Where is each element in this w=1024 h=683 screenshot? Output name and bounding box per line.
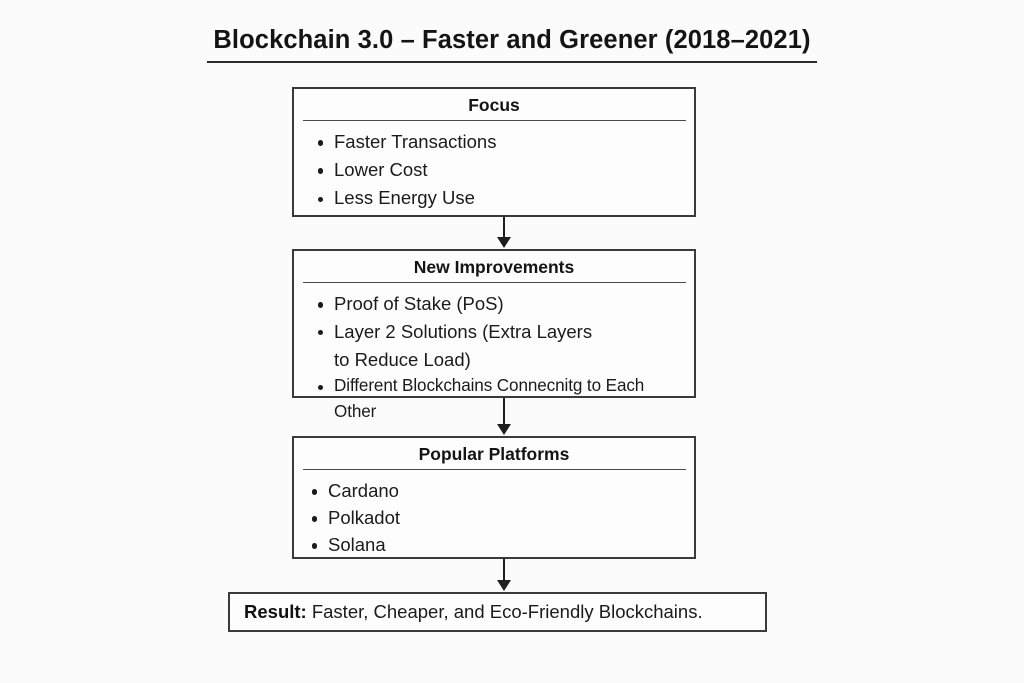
arrow-shaft [503, 398, 506, 426]
page-title: Blockchain 3.0 – Faster and Greener (201… [207, 26, 817, 64]
list-item: Proof of Stake (PoS) [302, 290, 686, 318]
flow-box-improvements: New Improvements Proof of Stake (PoS) La… [292, 249, 696, 421]
arrow-down-icon [497, 398, 511, 436]
flow-box-platforms: Popular Platforms Cardano Polkadot Solan… [292, 436, 696, 559]
bullet-list: Proof of Stake (PoS) Layer 2 Solutions (… [302, 290, 686, 425]
list-item: Lower Cost [302, 156, 686, 184]
flow-box-platforms-body: Cardano Polkadot Solana [294, 470, 694, 566]
list-item-text: Different Blockchains Connecnitg to Each… [334, 376, 645, 422]
list-item-text-continued: to Reduce Load) [334, 348, 471, 370]
heading-divider [303, 282, 686, 284]
bullet-list: Cardano Polkadot Solana [302, 477, 686, 558]
flow-box-improvements-heading: New Improvements [413, 257, 575, 277]
list-item: Cardano [302, 477, 686, 504]
list-item-text: Polkadot [328, 507, 400, 529]
arrow-head [497, 237, 511, 248]
list-item: Polkadot [302, 504, 686, 531]
result-box: Result: Faster, Cheaper, and Eco-Friendl… [228, 592, 767, 632]
result-description: Faster, Cheaper, and Eco-Friendly Blockc… [311, 600, 703, 622]
list-item-text: Faster Transactions [334, 131, 497, 153]
list-item-text: Proof of Stake (PoS) [334, 293, 504, 315]
list-item: Solana [302, 531, 686, 558]
list-item: Less Energy Use [302, 184, 686, 212]
arrow-shaft [503, 217, 506, 239]
flow-box-focus-heading: Focus [468, 95, 520, 115]
list-item: Different Blockchains Connecnitg to Each… [302, 373, 686, 424]
list-item: Faster Transactions [302, 128, 686, 156]
arrow-head [497, 424, 511, 435]
result-text: Result: Faster, Cheaper, and Eco-Friendl… [230, 601, 703, 623]
flow-box-improvements-body: Proof of Stake (PoS) Layer 2 Solutions (… [294, 283, 694, 433]
list-item-text: Solana [328, 534, 386, 556]
flow-box-focus: Focus Faster Transactions Lower Cost Les… [292, 87, 696, 217]
heading-divider [303, 120, 686, 122]
arrow-down-icon [497, 217, 511, 249]
page-title-container: Blockchain 3.0 – Faster and Greener (201… [0, 26, 1024, 64]
list-item-text: Lower Cost [334, 159, 428, 181]
list-item-text: Less Energy Use [334, 187, 475, 209]
flow-box-focus-body: Faster Transactions Lower Cost Less Ener… [294, 121, 694, 220]
arrow-down-icon [497, 559, 511, 592]
list-item: Layer 2 Solutions (Extra Layers to Reduc… [302, 318, 686, 374]
result-label: Result: [244, 600, 307, 622]
arrow-shaft [503, 559, 506, 582]
bullet-list: Faster Transactions Lower Cost Less Ener… [302, 128, 686, 212]
heading-divider [303, 469, 686, 471]
list-item-text: Cardano [328, 480, 399, 502]
flow-box-platforms-heading: Popular Platforms [418, 444, 570, 464]
arrow-head [497, 580, 511, 591]
list-item-text: Layer 2 Solutions (Extra Layers [334, 320, 593, 342]
